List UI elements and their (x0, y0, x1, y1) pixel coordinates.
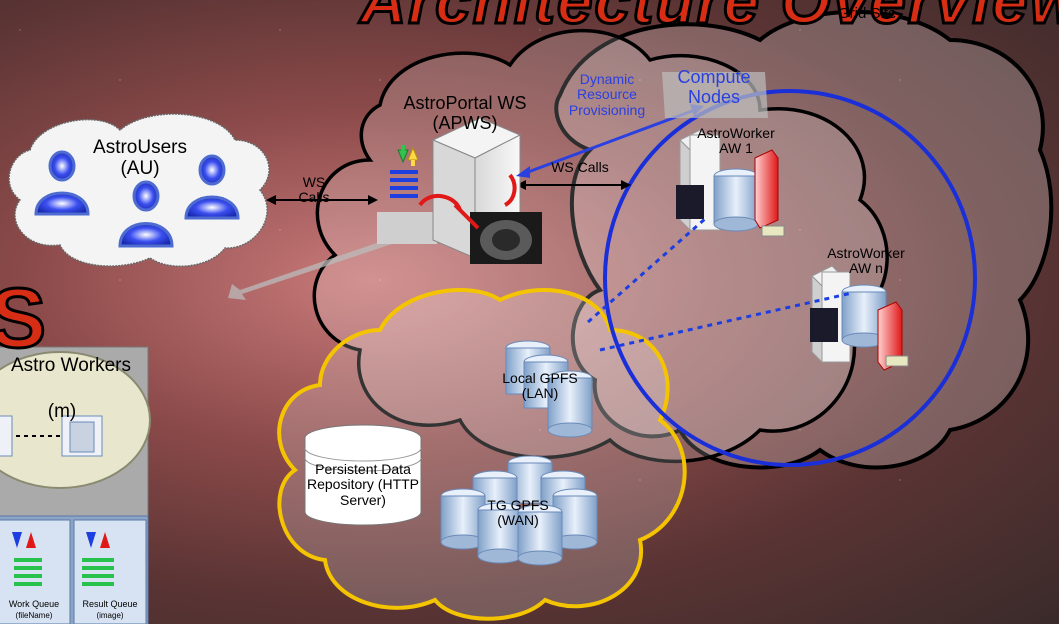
astroworker-1-label: AstroWorker AW 1 (697, 125, 775, 157)
tg-gpfs-cylinders (440, 455, 598, 566)
local-gpfs-label: Local GPFS (LAN) (502, 370, 578, 402)
ws-calls-right-arrow (516, 180, 631, 190)
user-icon (184, 154, 240, 220)
persistent-repository-cylinder (304, 424, 422, 526)
result-queue-label: Result Queue (82, 599, 138, 609)
ws-calls-right-label: WS Calls (551, 159, 609, 175)
partial-title-letter: S (0, 270, 48, 367)
astroportal-label: AstroPortal WS (APWS) (403, 93, 527, 133)
astroworker-n-icon (810, 265, 909, 371)
user-icon (34, 150, 90, 216)
compute-nodes-box (662, 72, 768, 118)
astro-workers-panel (0, 346, 151, 518)
portal-connector-block (377, 212, 437, 244)
tg-gpfs-label: TG GPFS (WAN) (487, 497, 549, 529)
compute-nodes-label: Compute Nodes (677, 67, 751, 107)
grid-site-label: Grid Site (838, 5, 897, 22)
gray-pointer-arrow (228, 228, 422, 300)
ws-calls-left-label: WS Calls (298, 174, 330, 206)
dynamic-provisioning-label: Dynamic Resource Provisioning (568, 71, 646, 118)
persistent-repository-label: Persistent Data Repository (HTTP Server) (306, 461, 420, 508)
astro-workers-label: Astro Workers (10, 355, 131, 376)
queues-panel (0, 515, 149, 624)
ws-calls-left-arrow (266, 195, 378, 205)
local-gpfs-cylinders (505, 340, 593, 438)
astroworker-n-label: AstroWorker AW n (827, 245, 905, 277)
astroworker-1-icon (676, 129, 785, 237)
refresh-arrows-icon (418, 173, 517, 230)
telescope-image (470, 212, 542, 264)
result-queue-sub-label: (image) (96, 611, 124, 620)
grid-site-circle (603, 89, 977, 467)
work-queue-sub-label: (fileName) (15, 611, 53, 620)
astro-workers-count-label: (m) (47, 401, 77, 422)
work-queue-label: Work Queue (8, 599, 60, 609)
queue-icon (390, 145, 419, 198)
page-title: Architecture Overview (358, 0, 1059, 39)
astrousers-label: AstroUsers (AU) (93, 137, 187, 179)
user-icon (118, 180, 174, 248)
dashed-connections (587, 216, 853, 352)
